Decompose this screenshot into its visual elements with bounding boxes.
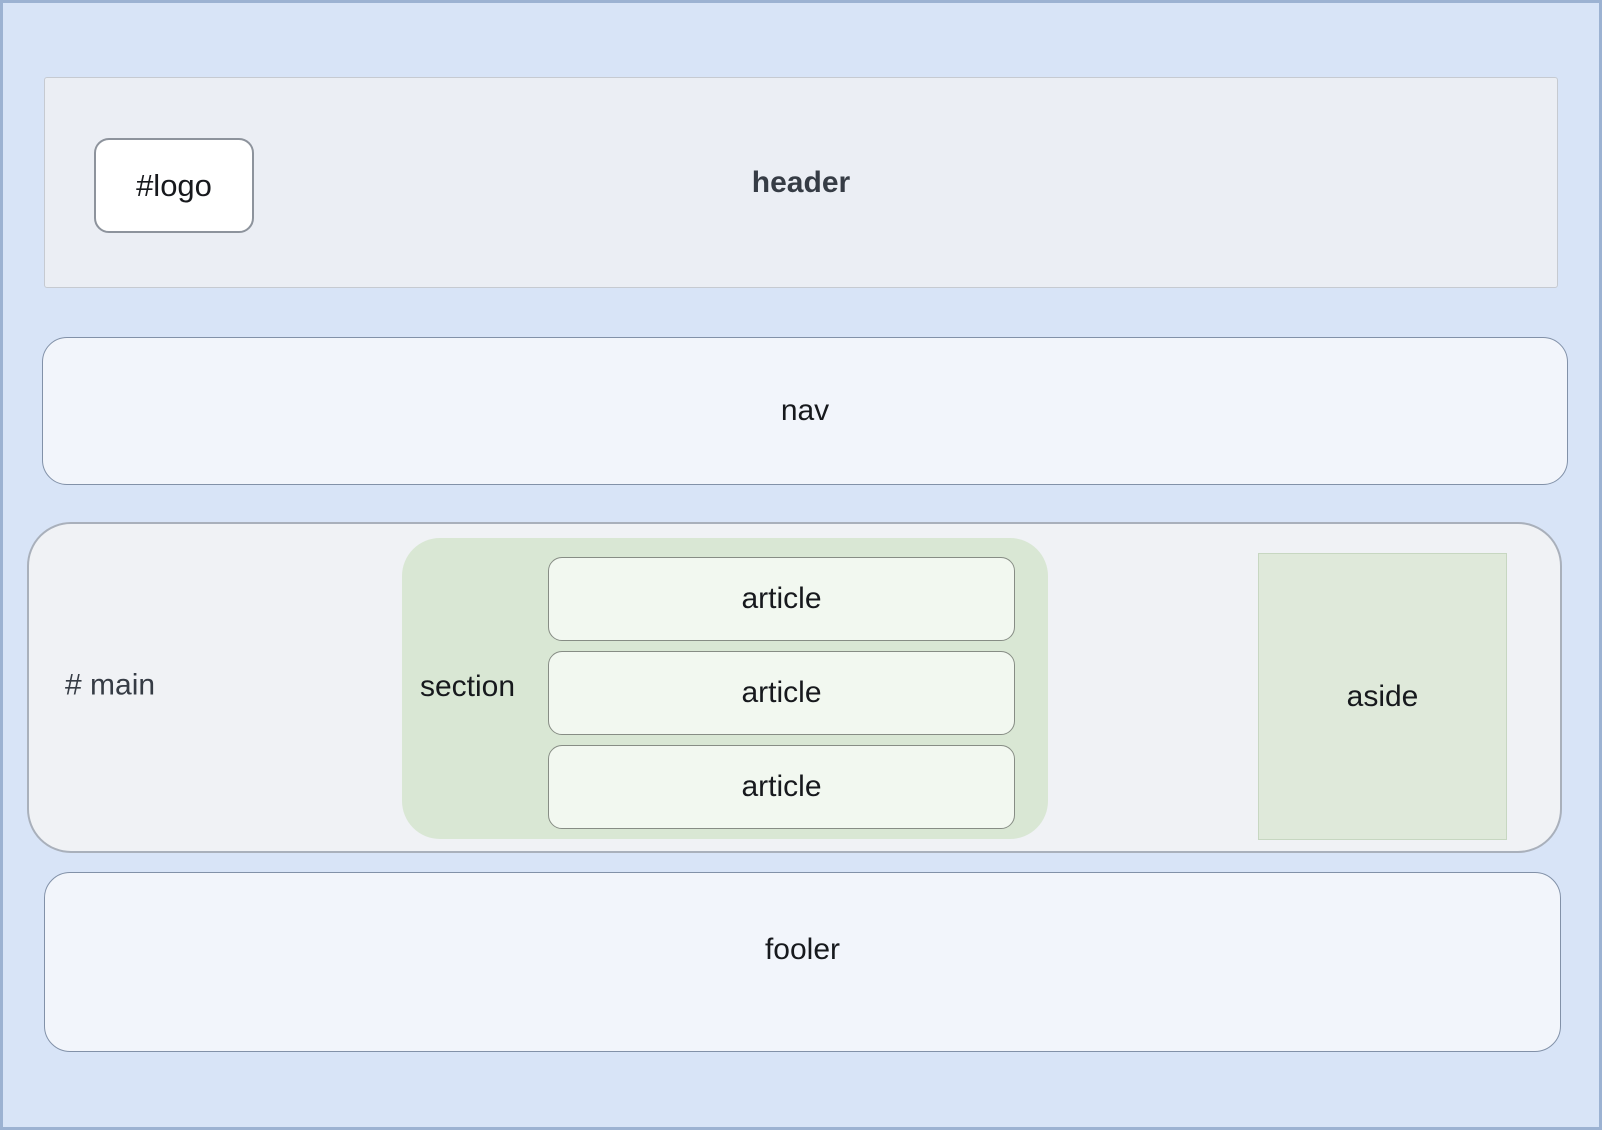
section-label: section xyxy=(420,669,516,703)
main-box: # main section article article article a… xyxy=(27,522,1562,853)
logo-box: #logo xyxy=(94,138,254,233)
main-label: # main xyxy=(65,667,156,701)
aside-label: aside xyxy=(1346,679,1419,713)
article-box: article xyxy=(548,557,1015,641)
logo-label: #logo xyxy=(136,167,212,203)
aside-box: aside xyxy=(1258,553,1507,840)
article-list: article article article xyxy=(548,557,1015,829)
header-box: #logo header xyxy=(44,77,1558,288)
article-label: article xyxy=(741,582,822,615)
article-label: article xyxy=(741,676,822,709)
article-label: article xyxy=(741,770,822,803)
section-box: section article article article xyxy=(402,538,1048,839)
article-box: article xyxy=(548,651,1015,735)
footer-box: fooler xyxy=(44,872,1561,1052)
nav-label: nav xyxy=(780,394,830,427)
nav-box: nav xyxy=(42,337,1568,485)
article-box: article xyxy=(548,745,1015,829)
footer-label: fooler xyxy=(764,933,841,966)
header-label: header xyxy=(751,165,851,199)
